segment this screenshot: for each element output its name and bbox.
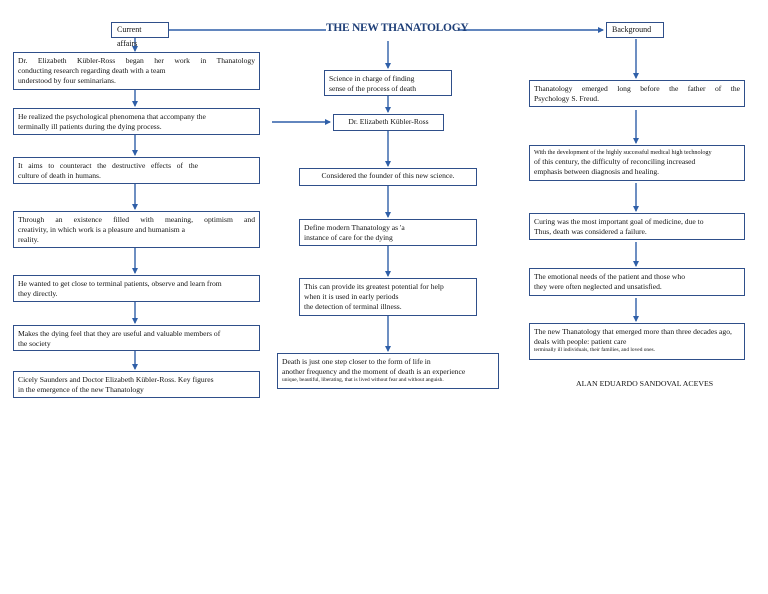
left-box-3: It aims to counteract the destructive ef… xyxy=(13,157,260,184)
center-box-6-line-2: another frequency and the moment of deat… xyxy=(282,367,466,377)
center-box-2-line-1: Dr. Elizabeth Kübler-Ross xyxy=(348,117,429,126)
center-box-3-line-1: Considered the founder of this new scien… xyxy=(321,171,455,180)
diagram-title: THE NEW THANATOLOGY xyxy=(326,22,469,34)
left-box-2-line-2: terminally ill patients during the dying… xyxy=(18,122,162,132)
left-box-4-line-2: creativity, in which work is a pleasure … xyxy=(18,225,185,235)
center-box-5-line-2: when it is used in early periods xyxy=(304,292,399,302)
left-box-7: Cicely Saunders and Doctor Elizabeth Küb… xyxy=(13,371,260,398)
right-box-1-line-1: Thanatology emerged long before the fath… xyxy=(534,84,740,93)
left-box-6: Makes the dying feel that they are usefu… xyxy=(13,325,260,351)
right-box-3-line-1: Curing was the most important goal of me… xyxy=(534,217,704,226)
right-box-1: Thanatology emerged long before the fath… xyxy=(529,80,745,107)
center-box-3: Considered the founder of this new scien… xyxy=(299,168,477,186)
center-box-1: Science in charge of finding sense of th… xyxy=(324,70,452,96)
left-box-3-line-1: It aims to counteract the destructive ef… xyxy=(18,161,198,170)
left-box-2-line-1: He realized the psychological phenomena … xyxy=(18,112,206,121)
left-box-7-line-2: in the emergence of the new Thanatology xyxy=(18,385,144,395)
left-box-5-line-1: He wanted to get close to terminal patie… xyxy=(18,279,222,288)
left-box-4: Through an existence filled with meaning… xyxy=(13,211,260,248)
left-box-6-line-2: the society xyxy=(18,339,51,349)
left-box-1-line-1: Dr. Elizabeth Kübler-Ross began her work… xyxy=(18,56,255,65)
right-box-4: The emotional needs of the patient and t… xyxy=(529,268,745,296)
center-box-4-line-2: instance of care for the dying xyxy=(304,233,393,243)
right-box-4-line-1: The emotional needs of the patient and t… xyxy=(534,272,685,281)
left-box-7-line-1: Cicely Saunders and Doctor Elizabeth Küb… xyxy=(18,375,214,384)
center-box-4: Define modern Thanatology as 'a instance… xyxy=(299,219,477,246)
left-box-4-line-1: Through an existence filled with meaning… xyxy=(18,215,255,224)
left-box-4-line-3: reality. xyxy=(18,235,39,245)
left-box-1-line-2: conducting research regarding death with… xyxy=(18,66,166,76)
center-box-5-line-1: This can provide its greatest potential … xyxy=(304,282,444,291)
right-box-3-line-2: Thus, death was considered a failure. xyxy=(534,227,647,237)
header-background: Background xyxy=(606,22,664,38)
center-box-6-line-1: Death is just one step closer to the for… xyxy=(282,357,431,366)
left-box-5: He wanted to get close to terminal patie… xyxy=(13,275,260,302)
center-box-5-line-3: the detection of terminal illness. xyxy=(304,302,402,312)
right-box-4-line-2: they were often neglected and unsatisfie… xyxy=(534,282,662,292)
right-box-3: Curing was the most important goal of me… xyxy=(529,213,745,240)
center-box-1-line-1: Science in charge of finding xyxy=(329,74,415,83)
right-box-1-line-2: Psychology S. Freud. xyxy=(534,94,599,104)
right-box-5: The new Thanatology that emerged more th… xyxy=(529,323,745,360)
left-box-5-line-2: they directly. xyxy=(18,289,58,299)
left-box-1: Dr. Elizabeth Kübler-Ross began her work… xyxy=(13,52,260,90)
author-name: ALAN EDUARDO SANDOVAL ACEVES xyxy=(576,379,714,388)
right-box-2-line-2: emphasis between diagnosis and healing. xyxy=(534,166,660,176)
left-box-1-line-3: understood by four seminarians. xyxy=(18,76,116,86)
center-box-1-line-2: sense of the process of death xyxy=(329,84,417,94)
right-box-2: With the development of the highly succe… xyxy=(529,145,745,181)
right-box-5-small: terminally ill individuals, their famili… xyxy=(534,347,655,354)
right-box-5-line-2: deals with people: patient care xyxy=(534,337,627,347)
left-box-6-line-1: Makes the dying feel that they are usefu… xyxy=(18,329,221,338)
right-box-2-small-top: With the development of the highly succe… xyxy=(534,149,712,156)
header-current-affairs: Current affairs xyxy=(111,22,169,48)
right-box-2-line-1: of this century, the difficulty of recon… xyxy=(534,156,696,166)
center-box-6: Death is just one step closer to the for… xyxy=(277,353,499,389)
center-box-5: This can provide its greatest potential … xyxy=(299,278,477,316)
left-box-2: He realized the psychological phenomena … xyxy=(13,108,260,135)
center-box-4-line-1: Define modern Thanatology as 'a xyxy=(304,223,405,232)
left-box-3-line-2: culture of death in humans. xyxy=(18,171,101,181)
center-box-2: Dr. Elizabeth Kübler-Ross xyxy=(333,114,444,131)
center-box-6-small: unique, beautiful, liberating, that is l… xyxy=(282,377,444,384)
right-box-5-line-1: The new Thanatology that emerged more th… xyxy=(534,327,732,336)
